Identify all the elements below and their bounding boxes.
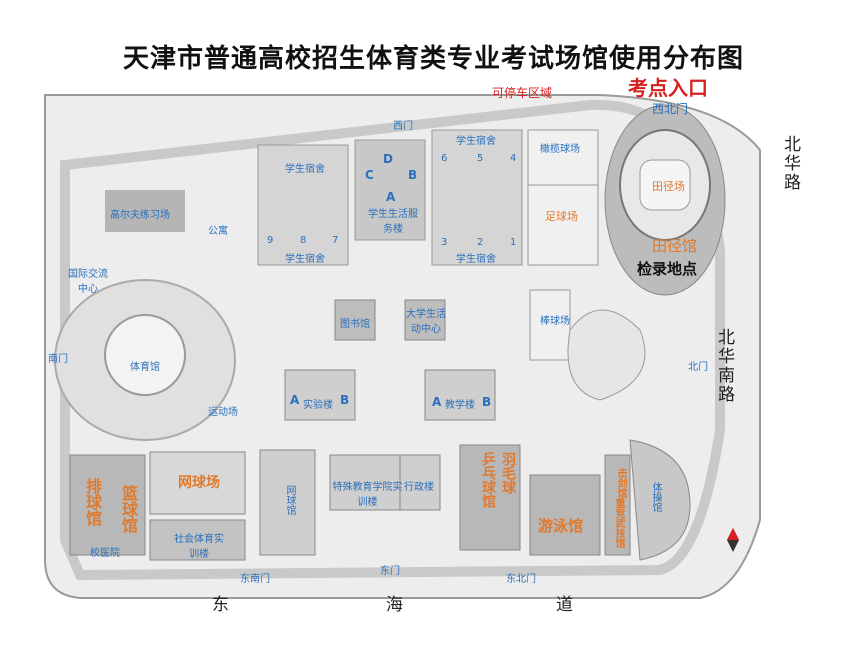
road-dao: 道 [556, 595, 575, 615]
lab-shape [284, 369, 356, 421]
football-field-shape [527, 184, 599, 266]
dorm-number: 2 [477, 237, 484, 248]
letter-c: C [365, 168, 374, 182]
dorm-top-label: 学生宿舍 [456, 136, 496, 147]
activity-center-label: 大学生活动中心 [406, 309, 446, 335]
compass [727, 528, 739, 552]
social-sports-shape [149, 519, 246, 561]
dorm-number: 4 [510, 153, 517, 164]
gate-northwest: 西北门 [652, 102, 689, 116]
dorm-number: 1 [510, 237, 517, 248]
basketball-hall: 篮球馆 [119, 485, 138, 533]
gym-dome [104, 314, 186, 396]
library-shape [334, 299, 376, 341]
volleyball-hall: 排球馆 [83, 478, 102, 526]
page-title: 天津市普通高校招生体育类专业考试场馆使用分布图 [122, 44, 744, 74]
park-pond [567, 309, 646, 401]
parking-label: 可停车区域 [492, 86, 553, 100]
road-dong: 东 [212, 595, 231, 615]
letter-b-teach: B [482, 395, 492, 409]
admin-label: 行政楼 [404, 482, 434, 493]
dorm-block-left [257, 144, 349, 266]
golf-label: 高尔夫练习场 [110, 210, 170, 221]
gate-south: 南门 [48, 354, 68, 365]
tennis-shape [149, 451, 246, 515]
social-sports-label: 社会体育实训楼 [174, 534, 224, 560]
gate-southeast: 东南门 [240, 574, 270, 585]
road-north-hua-south: 北华南路 [714, 328, 734, 404]
dorm-number: 7 [332, 235, 339, 246]
gate-northeast: 东北门 [506, 574, 536, 585]
life-service-label: 学生生活服务楼 [368, 209, 418, 235]
volleyball-shape [69, 454, 146, 556]
life-service-shape [354, 139, 426, 241]
road-hai: 海 [386, 595, 405, 615]
teaching-label: 教学楼 [445, 400, 475, 411]
intl-center-label: 国际交流中心 [68, 269, 108, 295]
letter-a-top: A [386, 190, 396, 204]
gate-east: 东门 [380, 566, 400, 577]
gymnastics-hall: 体操馆 [650, 482, 661, 512]
table-tennis-hall: 乒乓球馆 [480, 452, 496, 508]
badminton-hall: 羽毛球 [500, 452, 516, 494]
dorm-number: 5 [477, 153, 484, 164]
net-hall: 网球馆 [284, 485, 295, 515]
library-label: 图书馆 [340, 319, 370, 330]
teaching-shape [424, 369, 496, 421]
baseball-label: 棒球场 [540, 316, 570, 327]
dorm-number: 3 [441, 237, 448, 248]
football-label: 足球场 [545, 210, 578, 223]
table-tennis-shape [459, 444, 521, 551]
swimming-shape [529, 474, 601, 556]
normal-edu-label: 特殊教育学院实训楼 [332, 482, 403, 508]
wushu-hall: 重竞武技馆 [613, 498, 624, 548]
dorm-number: 9 [267, 235, 274, 246]
letter-b-top: B [408, 168, 418, 182]
tennis-court: 网球场 [178, 475, 220, 491]
dorm-number: 8 [300, 235, 307, 246]
activity-center-shape [404, 299, 446, 341]
lab-label: 实验楼 [303, 400, 333, 411]
sports-field-label: 运动场 [208, 407, 238, 418]
golf-range-shape [105, 190, 185, 232]
letter-a-lab: A [290, 393, 300, 407]
registration-label: 检录地点 [637, 260, 698, 278]
swimming-hall: 游泳馆 [538, 517, 584, 535]
dorm-number: 6 [441, 153, 448, 164]
rugby-label: 橄榄球场 [540, 144, 580, 155]
athletics-field-label: 田径场 [652, 180, 685, 193]
stadium-field [639, 159, 691, 211]
rugby-field-shape [527, 129, 599, 186]
road-north-hua: 北华路 [780, 135, 800, 192]
letter-a-teach: A [432, 395, 442, 409]
gate-north: 北门 [688, 362, 708, 373]
dorm-left-bottom-label: 学生宿舍 [285, 254, 325, 265]
admin-shape [399, 454, 441, 511]
net-hall-shape [259, 449, 316, 556]
apartment-label: 公寓 [208, 226, 228, 237]
gate-west: 西门 [393, 121, 413, 132]
normal-edu-shape [329, 454, 401, 511]
fencing-hall: 击剑馆 [615, 468, 626, 498]
hospital-label: 校医院 [90, 548, 120, 559]
dorm-right-bottom-label: 学生宿舍 [456, 254, 496, 265]
dorm-block-right [431, 129, 523, 266]
letter-b-lab: B [340, 393, 350, 407]
dorm-left-top-label: 学生宿舍 [285, 164, 325, 175]
letter-d: D [383, 152, 393, 166]
gym-label: 体育馆 [130, 362, 160, 373]
athletics-hall-label: 田径馆 [652, 237, 698, 255]
wushu-shape [604, 454, 631, 556]
entrance-label: 考点入口 [628, 76, 708, 100]
gymnastics-shape [629, 439, 691, 561]
